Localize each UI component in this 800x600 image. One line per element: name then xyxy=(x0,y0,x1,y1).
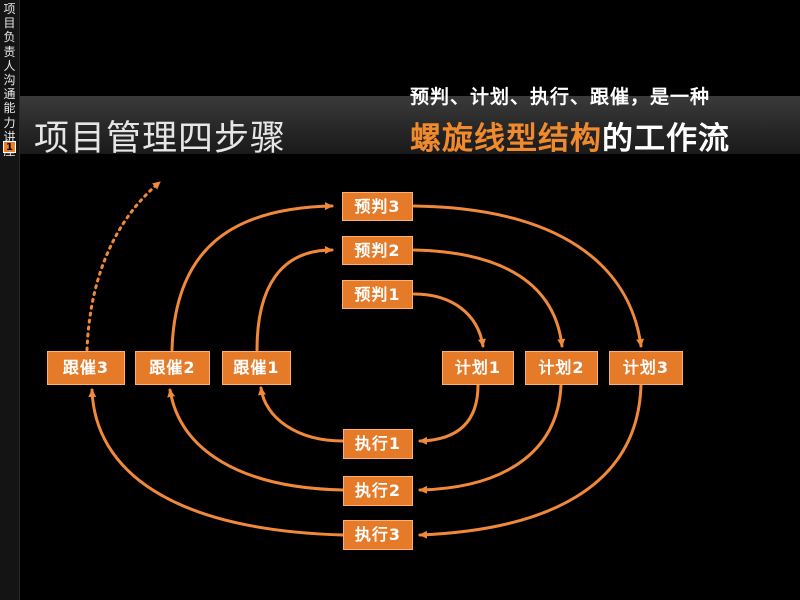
arrow-plan1-exec1 xyxy=(418,383,480,445)
arrow-predict3-plan3 xyxy=(412,204,645,348)
subtitle-line-2: 螺旋线型结构的工作流 xyxy=(410,113,730,158)
sidebar-series-title: 项目负责人沟通能力讲座 xyxy=(3,2,16,158)
node-follow-2: 跟催2 xyxy=(135,351,210,385)
header-band xyxy=(20,96,800,154)
node-predict-2: 预判2 xyxy=(342,236,413,265)
arrow-predict2-plan2 xyxy=(412,248,566,348)
node-plan-3: 计划3 xyxy=(609,351,683,385)
arrow-plan2-exec2 xyxy=(418,383,563,494)
node-follow-3: 跟催3 xyxy=(47,351,125,385)
node-exec-3: 执行3 xyxy=(343,520,413,550)
arrow-plan3-exec3 xyxy=(418,383,643,539)
node-exec-1: 执行1 xyxy=(343,429,413,459)
node-plan-1: 计划1 xyxy=(442,351,514,385)
arrow-exec2-follow2 xyxy=(167,388,345,492)
node-predict-3: 预判3 xyxy=(342,192,413,221)
node-predict-1: 预判1 xyxy=(342,280,413,309)
arrow-follow3-continue xyxy=(85,180,162,352)
node-follow-1: 跟催1 xyxy=(222,351,291,385)
subtitle-rest: 的工作流 xyxy=(602,121,730,157)
slide-number-badge: 1 xyxy=(3,141,16,153)
node-plan-2: 计划2 xyxy=(525,351,598,385)
subtitle-highlight: 螺旋线型结构 xyxy=(410,121,602,157)
arrow-follow1-predict2 xyxy=(255,246,334,352)
arrow-exec1-follow1 xyxy=(257,386,345,443)
subtitle-line-1: 预判、计划、执行、跟催，是一种 xyxy=(410,86,711,108)
arrow-exec3-follow3 xyxy=(88,388,345,537)
sidebar: 项目负责人沟通能力讲座 1 xyxy=(0,0,20,600)
node-exec-2: 执行2 xyxy=(343,476,413,506)
page-title: 项目管理四步骤 xyxy=(34,119,287,159)
arrow-follow2-predict3 xyxy=(170,202,334,352)
arrow-predict1-plan1 xyxy=(412,292,486,348)
